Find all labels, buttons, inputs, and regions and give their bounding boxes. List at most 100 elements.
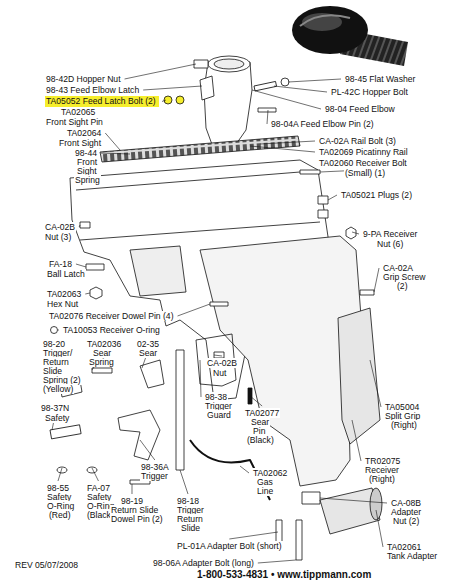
part-label: CA-02A Rail Bolt (3) — [318, 136, 397, 146]
leader-line — [178, 304, 210, 316]
part-label: TA02060 Receiver Bolt — [318, 158, 408, 168]
part-label: (Right) — [390, 420, 418, 430]
split-grip — [338, 308, 380, 444]
leader-line — [274, 86, 327, 92]
part-label: FA-18 — [48, 259, 73, 269]
part-label: Hex Nut — [46, 299, 79, 309]
screw-photo — [292, 6, 408, 66]
part-label: 98-04A Feed Elbow Pin (2) — [270, 119, 375, 129]
trigger — [118, 410, 160, 460]
dowel-pin — [210, 302, 228, 306]
part-label: 98-43 Feed Elbow Latch — [45, 85, 140, 95]
part-label: Front Sight — [58, 138, 102, 148]
feed-elbow — [204, 62, 252, 150]
part-label: Spring — [88, 357, 115, 367]
plug — [318, 196, 328, 204]
leader-line — [105, 133, 120, 150]
part-label: TA05052 Feed Latch Bolt (2) — [45, 96, 159, 106]
part-label: Safety — [44, 413, 70, 423]
leader-line — [85, 293, 90, 294]
feed-elbow-latch — [200, 76, 214, 100]
leader-line — [143, 86, 202, 90]
part-label: TA05021 Plugs (2) — [340, 190, 413, 200]
leader-line — [352, 420, 361, 461]
leader-line — [250, 146, 315, 152]
leader-line — [258, 560, 296, 563]
leader-line — [252, 90, 321, 109]
part-label: TA02076 Receiver Dowel Pin (4) — [48, 311, 175, 321]
leader-line — [267, 110, 268, 124]
part-label: Dowel Pin (2) — [110, 514, 164, 524]
part-label: Tank Adapter — [386, 551, 438, 561]
leader-line — [131, 484, 132, 494]
part-label: Line — [256, 486, 274, 496]
leader-line — [240, 466, 249, 473]
part-label: Nut — [212, 368, 227, 378]
part-label: TA02064 — [66, 128, 102, 138]
safety-o-ring-black — [87, 467, 97, 473]
part-label: CA-02B — [206, 358, 238, 368]
safety-o-ring-red — [57, 467, 67, 473]
receiver-right — [200, 236, 362, 486]
safety — [50, 425, 81, 439]
part-label: TA02065 — [60, 107, 96, 117]
leader-line — [352, 232, 359, 234]
feed-elbow-top — [208, 56, 250, 72]
leader-line — [376, 510, 383, 547]
flat-washer — [281, 78, 289, 86]
part-label: TA02069 Picatinny Rail — [318, 147, 409, 157]
adapter-nut — [302, 492, 320, 504]
part-label: TA02063 — [46, 289, 82, 299]
hopper-bolt — [254, 81, 277, 90]
leader-line — [58, 330, 59, 331]
part-label: Sear — [138, 348, 158, 358]
part-label: 98-37N — [40, 403, 70, 413]
leader-line — [140, 440, 155, 460]
trigger-return-slide — [176, 350, 184, 470]
leader-line — [328, 195, 337, 200]
o-ring-symbol — [51, 327, 58, 334]
leader-line — [180, 470, 188, 494]
part-label: TA10053 Receiver O-ring — [62, 325, 161, 335]
part-label: Trigger — [140, 471, 169, 481]
part-label: (Right) — [368, 474, 396, 484]
receiver-bolt-small — [300, 170, 320, 174]
feed-elbow-pin — [258, 108, 276, 112]
part-label: Front Sight Pin — [45, 117, 104, 127]
part-label: PL-01A Adapter Bolt (short) — [176, 541, 283, 551]
part-label: (Yellow) — [42, 384, 74, 394]
part-label: 98-04 Feed Elbow — [324, 104, 396, 114]
leader-line — [92, 468, 98, 481]
part-label: 9-PA Receiver — [362, 229, 418, 239]
part-label: (2) — [396, 281, 409, 291]
part-label: 98-45 Flat Washer — [344, 74, 416, 84]
part-label: Slide — [180, 523, 201, 533]
part-label: 98-42D Hopper Nut — [45, 74, 122, 84]
part-label: CA-02B — [44, 222, 76, 232]
part-label: Nut (3) — [44, 232, 72, 242]
leader-line — [101, 153, 130, 154]
adapter-bolt-long — [296, 520, 302, 560]
leader-line — [214, 355, 222, 356]
leader-line — [229, 532, 278, 539]
part-label: Ball Latch — [46, 269, 86, 279]
plug — [318, 210, 328, 218]
footer-contact: 1-800-533-4831 • www.tippmann.com — [196, 570, 372, 580]
leader-line — [125, 64, 196, 79]
ca-02b-nut — [80, 222, 90, 228]
highlight-box: TA05052 Feed Latch Bolt (2) — [45, 96, 159, 107]
ball-latch — [86, 264, 104, 270]
leader-line — [370, 360, 381, 407]
leader-line — [260, 141, 315, 144]
part-label: 98-06A Adapter Bolt (long) — [152, 558, 255, 568]
part-label: (Small) (1) — [344, 168, 386, 178]
part-label: (Black) — [246, 435, 275, 445]
adapter-bolt-short — [276, 520, 282, 542]
leader-line — [320, 498, 387, 503]
part-label: Nut (6) — [376, 239, 404, 249]
picatinny-rail — [100, 136, 300, 162]
leader-line — [79, 225, 81, 227]
part-label: (Red) — [48, 510, 72, 520]
part-label: Nut (2) — [392, 516, 420, 526]
part-label: PL-42C Hopper Bolt — [330, 87, 409, 97]
